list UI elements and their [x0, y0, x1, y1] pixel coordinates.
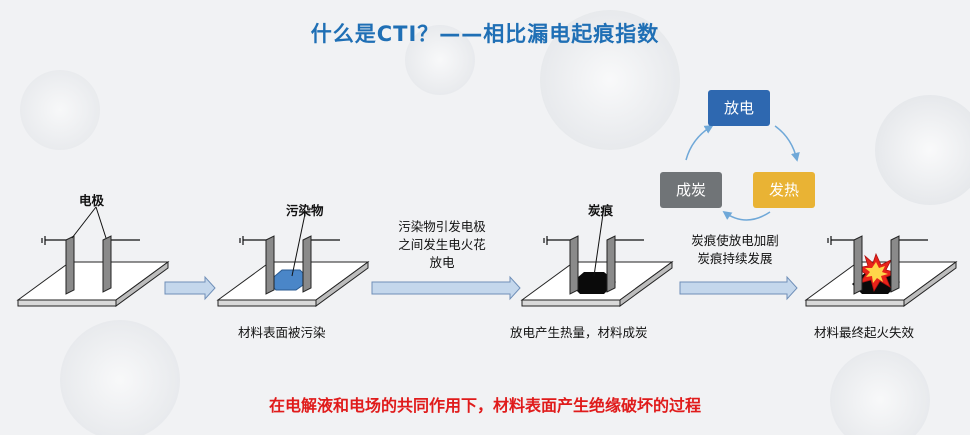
arrow-note-1: 污染物引发电极 之间发生电火花 放电: [392, 218, 492, 272]
stage-1-caption: 材料表面被污染: [238, 325, 326, 340]
arrow-note-1-line-2: 之间发生电火花: [398, 237, 486, 252]
stage-3-carbon-track: [570, 272, 616, 294]
stage-3-top-label: 炭痕: [588, 203, 614, 218]
stage-2-top-label: 污染物: [286, 203, 324, 218]
stage-4-spark-icon: [854, 252, 899, 293]
stage-1-substrate: [16, 261, 170, 307]
arrow-note-1-line-3: 放电: [429, 255, 455, 270]
stage-3-electrodes: [543, 213, 644, 295]
stage-4-caption: 材料最终起火失效: [814, 325, 915, 340]
arrow-3: [679, 275, 798, 301]
bottom-summary: 在电解液和电场的共同作用下，材料表面产生绝缘破坏的过程: [268, 396, 701, 415]
arrow-note-1-line-1: 污染物引发电极: [398, 219, 486, 234]
stage-4-electrodes: [827, 235, 928, 295]
arrow-note-2: 炭痕使放电加剧 炭痕持续发展: [680, 232, 790, 268]
cycle-box-carbonize: 成炭: [660, 172, 722, 208]
stage-2-electrodes: [239, 213, 340, 295]
arrow-note-2-line-2: 炭痕持续发展: [697, 251, 773, 266]
cycle-box-heat: 发热: [753, 172, 815, 208]
arrow-2: [371, 275, 521, 301]
arrow-1: [164, 275, 216, 301]
cycle-arrows: [685, 125, 800, 221]
arrow-note-2-line-1: 炭痕使放电加剧: [691, 233, 779, 248]
stage-1-electrodes: [41, 206, 140, 295]
cycle-box-discharge: 放电: [708, 90, 770, 126]
stage-1-top-label: 电极: [79, 193, 105, 208]
page-title: 什么是CTI？——相比漏电起痕指数: [310, 22, 660, 46]
stage-3-caption: 放电产生热量，材料成炭: [510, 325, 648, 340]
